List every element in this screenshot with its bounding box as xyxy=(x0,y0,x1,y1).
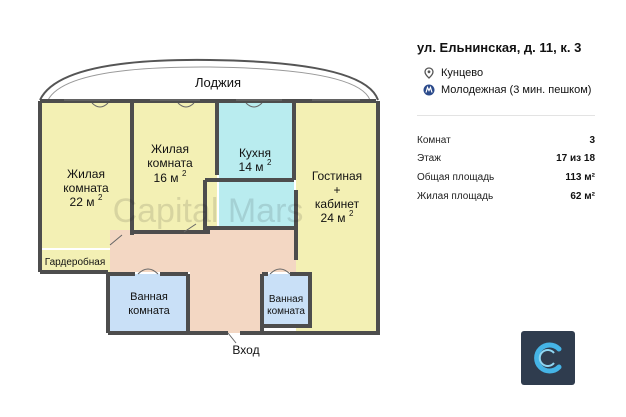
room-living-2-label: Жилая xyxy=(151,142,189,156)
district-label: Кунцево xyxy=(441,67,484,79)
room-bath-1 xyxy=(110,274,188,332)
room-lounge-area: 24 м xyxy=(321,211,346,225)
metro-row: Молодежная (3 мин. пешком) xyxy=(423,84,591,96)
room-hall xyxy=(110,230,296,333)
room-living-1-label-2: комната xyxy=(63,181,109,195)
room-bath-1-label: Ванная xyxy=(130,291,168,303)
stat-living-area-key: Жилая площадь xyxy=(417,191,494,202)
door-swings xyxy=(91,102,291,344)
entrance-label: Вход xyxy=(232,343,259,357)
floor-plan: Лоджия xyxy=(38,58,380,357)
walls xyxy=(38,99,380,335)
room-bath-2-label: Ванная xyxy=(269,294,303,305)
room-bath-2-label-2: комната xyxy=(267,306,305,317)
divider xyxy=(417,115,595,116)
metro-icon xyxy=(423,84,435,96)
loggia-outline xyxy=(39,58,379,101)
loggia-outline-inner xyxy=(47,66,371,101)
stat-total-area-key: Общая площадь xyxy=(417,172,495,183)
stat-floor: Этаж 17 из 18 xyxy=(417,153,595,164)
room-kitchen-area-sup: 2 xyxy=(267,158,272,167)
room-kitchen-area: 14 м xyxy=(239,160,264,174)
room-lounge-plus: + xyxy=(333,183,340,197)
room-bath-1-label-2: комната xyxy=(128,305,170,317)
loggia-label: Лоджия xyxy=(195,75,241,90)
stat-rooms: Комнат 3 xyxy=(417,135,595,146)
watermark: Capital Mars xyxy=(113,192,304,230)
metro-label: Молодежная (3 мин. пешком) xyxy=(441,84,592,96)
room-living-1 xyxy=(40,103,132,248)
stat-total-area-value: 113 м² xyxy=(565,172,595,183)
room-lounge-label-2: кабинет xyxy=(315,197,360,211)
room-wardrobe xyxy=(40,250,110,272)
district-row: Кунцево xyxy=(423,67,483,79)
room-living-1-label: Жилая xyxy=(67,167,105,181)
wardrobe-label: Гардеробная xyxy=(45,256,106,268)
location-pin-icon xyxy=(423,67,435,79)
room-bath-2 xyxy=(264,274,308,324)
room-living-2-area-sup: 2 xyxy=(182,169,187,178)
room-living-2-area: 16 м xyxy=(154,171,179,185)
stat-floor-key: Этаж xyxy=(417,153,441,164)
address-title: ул. Ельнинская, д. 11, к. 3 xyxy=(417,40,582,55)
stat-floor-value: 17 из 18 xyxy=(556,153,595,164)
room-lounge-area-sup: 2 xyxy=(349,209,354,218)
room-kitchen-label: Кухня xyxy=(239,146,271,160)
stat-living-area-value: 62 м² xyxy=(570,191,595,202)
stat-rooms-value: 3 xyxy=(589,135,595,146)
room-living-1-area-sup: 2 xyxy=(98,193,103,202)
stat-living-area: Жилая площадь 62 м² xyxy=(417,191,595,202)
capital-mars-logo-icon xyxy=(521,331,575,385)
room-living-1-area: 22 м xyxy=(70,195,95,209)
room-kitchen xyxy=(219,103,294,228)
room-living-2-label-2: комната xyxy=(147,156,193,170)
stat-rooms-key: Комнат xyxy=(417,135,451,146)
stat-total-area: Общая площадь 113 м² xyxy=(417,172,595,183)
room-lounge-label: Гостиная xyxy=(312,169,362,183)
